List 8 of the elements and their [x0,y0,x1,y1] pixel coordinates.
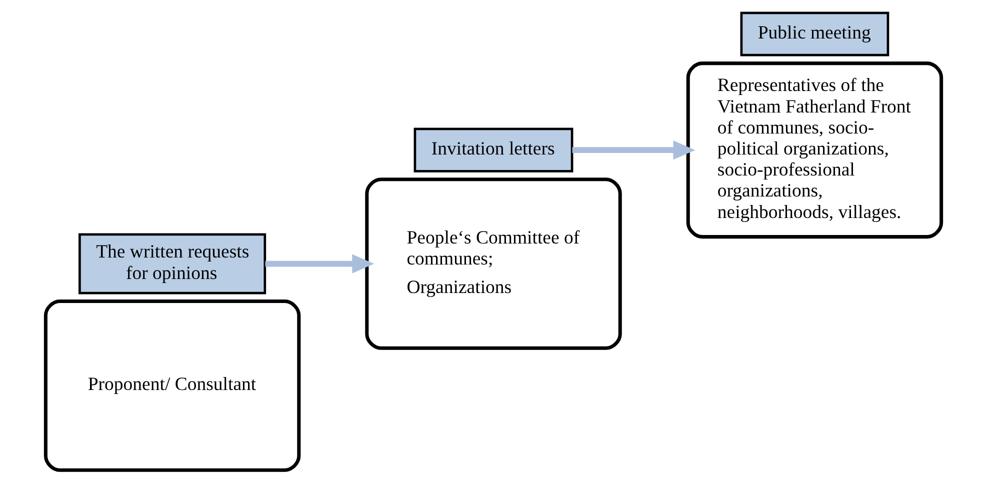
arrow [572,140,696,160]
node-box: The written requests for opinions [78,233,266,294]
node-box: Invitation letters [414,128,574,172]
node-box: Public meeting [740,12,890,56]
node-box: People‘s Committee of communes; Organizations [365,178,622,350]
node-box: Representatives of the Vietnam Fatherland Front of communes, socio-political organizations, socio-professional organizations, neighborhoods, villages. [686,62,944,239]
arrow [265,254,374,274]
node-box: Proponent/ Consultant [44,300,301,472]
